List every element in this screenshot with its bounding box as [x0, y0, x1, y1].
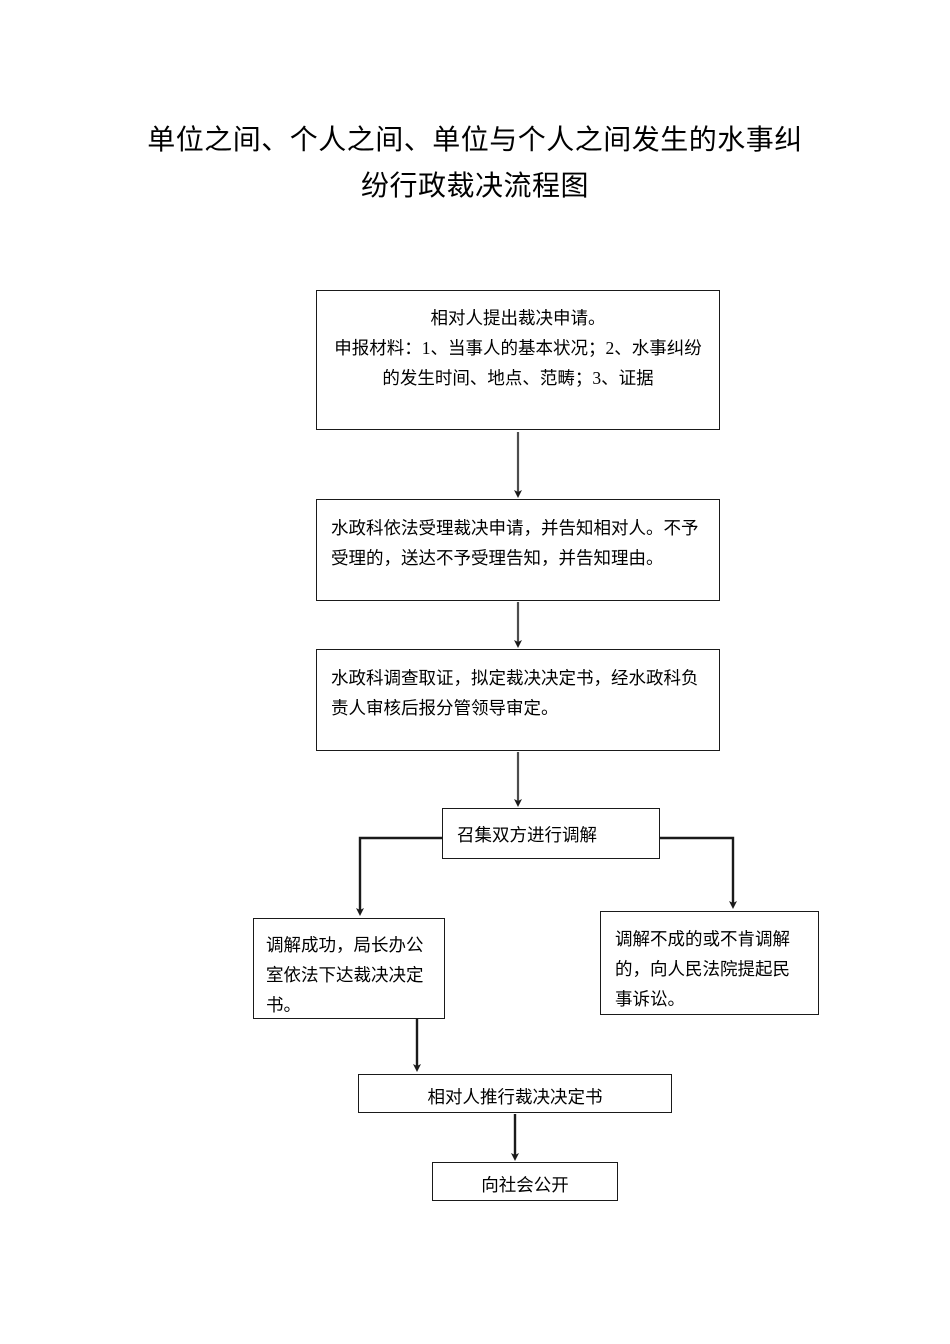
execution-node: 相对人推行裁决决定书: [358, 1074, 672, 1113]
execution-node-text: 相对人推行裁决决定书: [427, 1087, 603, 1107]
acceptance-node-text: 水政科依法受理裁决申请，并告知相对人。不予受理的，送达不予受理告知，并告知理由。: [331, 518, 699, 569]
investigation-node: 水政科调查取证，拟定裁决决定书，经水政科负责人审核后报分管领导审定。: [316, 649, 720, 751]
publication-node-text: 向社会公开: [481, 1175, 569, 1195]
mediation-node-text: 召集双方进行调解: [457, 825, 597, 845]
edge-mediation-to-failure: [660, 836, 737, 909]
mediation-success-node-text: 调解成功，局长办公室依法下达裁决决定书。: [266, 935, 424, 1016]
application-node-text: 相对人提出裁决申请。 申报材料：1、当事人的基本状况；2、水事纠纷的发生时间、地…: [334, 308, 702, 389]
edge-mediation-to-success: [356, 836, 442, 916]
mediation-node: 召集双方进行调解: [442, 808, 660, 859]
mediation-success-node: 调解成功，局长办公室依法下达裁决决定书。: [253, 918, 445, 1019]
page-title-line-1: 单位之间、个人之间、单位与个人之间发生的水事纠: [147, 125, 803, 156]
acceptance-node: 水政科依法受理裁决申请，并告知相对人。不予受理的，送达不予受理告知，并告知理由。: [316, 499, 720, 601]
page-title-line-2: 纷行政裁决流程图: [360, 171, 589, 203]
mediation-failure-node: 调解不成的或不肯调解的，向人民法院提起民事诉讼。: [600, 911, 819, 1015]
mediation-failure-node-text: 调解不成的或不肯调解的，向人民法院提起民事诉讼。: [615, 929, 790, 1010]
application-node: 相对人提出裁决申请。 申报材料：1、当事人的基本状况；2、水事纠纷的发生时间、地…: [316, 290, 720, 430]
publication-node: 向社会公开: [432, 1162, 618, 1201]
page-title: 单位之间、个人之间、单位与个人之间发生的水事纠 纷行政裁决流程图: [110, 118, 840, 210]
investigation-node-text: 水政科调查取证，拟定裁决决定书，经水政科负责人审核后报分管领导审定。: [331, 668, 699, 719]
